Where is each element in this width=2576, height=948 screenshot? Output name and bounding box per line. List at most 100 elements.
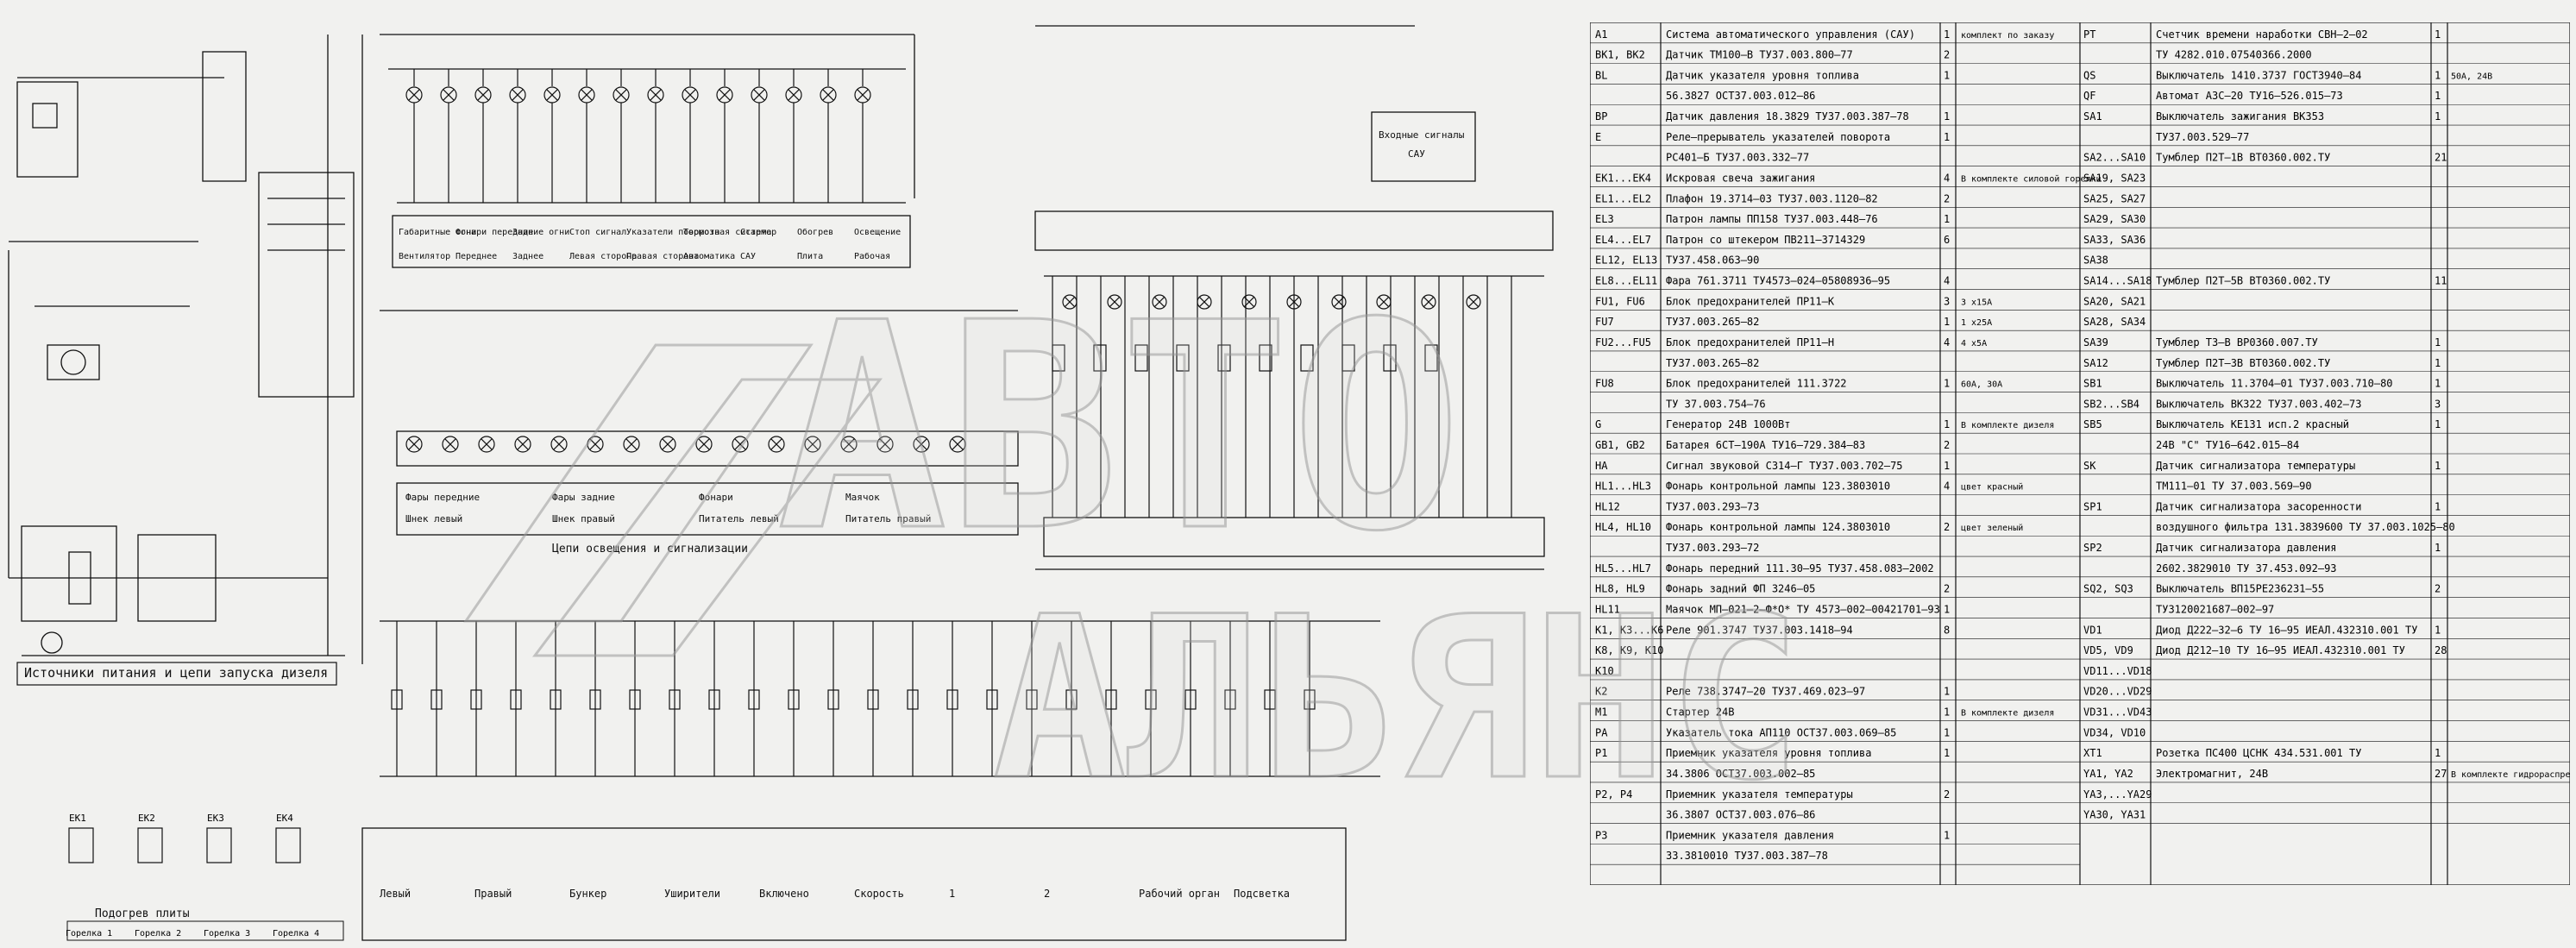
legend-qty: 1 bbox=[2435, 624, 2441, 636]
bottom-strip-label: 1 bbox=[949, 888, 955, 900]
legend-note: 4 х5А bbox=[1961, 339, 1987, 348]
legend-name: Выключатель ВК322 ТУ37.003.402–73 bbox=[2156, 398, 2361, 410]
legend-name: Приемник указателя температуры bbox=[1666, 788, 1853, 800]
legend-qty: 1 bbox=[1944, 378, 1950, 390]
legend-note: комплект по заказу bbox=[1961, 31, 2054, 41]
legend-qty: 1 bbox=[2435, 747, 2441, 759]
legend-name: Датчик ТМ100–В ТУ37.003.800–77 bbox=[1666, 49, 1853, 61]
sau-input-label: Входные сигналы bbox=[1379, 129, 1465, 141]
legend-name: Автомат АЗС–20 ТУ16–526.015–73 bbox=[2156, 90, 2343, 102]
legend-name: Система автоматического управления (САУ) bbox=[1666, 28, 1915, 41]
legend-name: РС401–Б ТУ37.003.332–77 bbox=[1666, 152, 1809, 164]
legend-name: Фара 761.3711 ТУ4573–024–05808936–95 bbox=[1666, 275, 1890, 287]
legend-pos: FU1, FU6 bbox=[1595, 295, 1645, 307]
lamp-symbol bbox=[1421, 294, 1436, 310]
legend-qty: 2 bbox=[1944, 49, 1950, 61]
lamp-symbol bbox=[1241, 294, 1257, 310]
section-label: Плита bbox=[797, 252, 823, 261]
legend-name: 36.3807 ОСТ37.003.076–86 bbox=[1666, 809, 1815, 821]
legend-name: Реле 901.3747 ТУ37.003.1418–94 bbox=[1666, 624, 1853, 636]
legend-pos: P3 bbox=[1595, 829, 1607, 841]
heater-caption: Горелка 3 bbox=[204, 929, 250, 939]
legend-name: Генератор 24В 1000Вт bbox=[1666, 418, 1791, 430]
strip-label: Маячок bbox=[845, 492, 880, 503]
strip-label: Питатель левый bbox=[699, 513, 779, 524]
bottom-strip-label: Бункер bbox=[569, 888, 606, 900]
legend-name: Розетка ПС400 ЦСНК 434.531.001 ТУ bbox=[2156, 747, 2361, 759]
legend-pos: EL1...EL2 bbox=[1595, 192, 1651, 204]
legend-pos: VD31...VD43 bbox=[2083, 706, 2152, 719]
legend-pos: K1, K3...K6 bbox=[1595, 624, 1663, 636]
lamp-symbol bbox=[1152, 294, 1167, 310]
legend-qty: 11 bbox=[2435, 275, 2447, 287]
legend-name: Тумблер П2Т–5В ВТ0360.002.ТУ bbox=[2156, 275, 2330, 287]
legend-pos: SA28, SA34 bbox=[2083, 316, 2146, 328]
legend-name: ТУ37.003.293–72 bbox=[1666, 542, 1759, 554]
legend-pos: SB5 bbox=[2083, 418, 2102, 430]
bottom-strip-label: Правый bbox=[474, 888, 512, 900]
legend-name: воздушного фильтра 131.3839600 ТУ 37.003… bbox=[2156, 521, 2455, 533]
legend-pos: SB2...SB4 bbox=[2083, 398, 2139, 410]
legend-pos: SA29, SA30 bbox=[2083, 213, 2146, 225]
section-label: Обогрев bbox=[797, 227, 833, 237]
legend-note: В комплекте гидрораспределителей bbox=[2451, 769, 2570, 780]
legend-pos: YA30, YA31 bbox=[2083, 809, 2146, 821]
legend-pos: FU7 bbox=[1595, 316, 1614, 328]
legend-pos: K10 bbox=[1595, 665, 1614, 677]
lamp-symbol bbox=[1331, 294, 1347, 310]
legend-pos: VD5, VD9 bbox=[2083, 644, 2133, 656]
legend-name: Тумблер П2Т–3В ВТ0360.002.ТУ bbox=[2156, 357, 2330, 369]
bottom-strip-label: Подсветка bbox=[1234, 888, 1290, 900]
legend-pos: K8, K9, K10 bbox=[1595, 644, 1663, 656]
legend-pos: VD20...VD29 bbox=[2083, 686, 2152, 698]
heater-label: EK4 bbox=[276, 813, 293, 824]
section-label: Автоматика bbox=[683, 252, 735, 261]
legend-qty: 8 bbox=[1944, 624, 1950, 636]
legend-pos: SA25, SA27 bbox=[2083, 192, 2146, 204]
legend-name: Выключатель зажигания ВК353 bbox=[2156, 110, 2324, 122]
legend-qty: 1 bbox=[2435, 378, 2441, 390]
legend-qty: 1 bbox=[2435, 28, 2441, 41]
legend-qty: 2 bbox=[1944, 192, 1950, 204]
legend-qty: 1 bbox=[1944, 131, 1950, 143]
legend-name: Диод Д212–10 ТУ 16–95 ИЕАЛ.432310.001 ТУ bbox=[2156, 644, 2405, 656]
legend-note: цвет зеленый bbox=[1961, 523, 2023, 533]
legend-qty: 2 bbox=[1944, 788, 1950, 800]
heater-label: EK3 bbox=[207, 813, 224, 824]
legend-qty: 3 bbox=[2435, 398, 2441, 410]
legend-name: ТУ37.003.265–82 bbox=[1666, 316, 1759, 328]
legend-qty: 4 bbox=[1944, 480, 1950, 493]
legend-pos: SA19, SA23 bbox=[2083, 172, 2146, 184]
legend-name: Выключатель КЕ131 исп.2 красный bbox=[2156, 418, 2349, 430]
lamp-symbol bbox=[1466, 294, 1481, 310]
legend-qty: 3 bbox=[1944, 295, 1950, 307]
legend-pos: SK bbox=[2083, 460, 2096, 472]
strip-label: Шнек правый bbox=[552, 513, 615, 524]
legend-pos: PT bbox=[2083, 28, 2095, 41]
heater-block bbox=[137, 827, 163, 863]
legend-name: Приемник указателя давления bbox=[1666, 829, 1834, 841]
legend-note: В комплекте дизеля bbox=[1961, 709, 2054, 719]
legend-pos: FU8 bbox=[1595, 378, 1614, 390]
legend-pos: EL4...EL7 bbox=[1595, 234, 1651, 246]
legend-qty: 1 bbox=[1944, 829, 1950, 841]
section-label: Вентилятор bbox=[399, 252, 450, 261]
legend-pos: SA12 bbox=[2083, 357, 2108, 369]
lamp-symbol bbox=[913, 436, 930, 453]
legend-note: 50А, 24В bbox=[2451, 72, 2492, 81]
legend-pos: XT1 bbox=[2083, 747, 2102, 759]
legend-qty: 1 bbox=[2435, 357, 2441, 369]
section-label: Освещение bbox=[854, 228, 901, 237]
legend-note: 1 х25А bbox=[1961, 318, 1992, 328]
heater-caption: Горелка 2 bbox=[135, 929, 181, 939]
legend-pos: GB1, GB2 bbox=[1595, 439, 1645, 451]
legend-name: 33.3810010 ТУ37.003.387–78 bbox=[1666, 850, 1828, 862]
legend-name: Выключатель 1410.3737 ГОСТ3940–84 bbox=[2156, 69, 2361, 81]
legend-name: ТУ 37.003.754–76 bbox=[1666, 398, 1766, 410]
legend-name: 2602.3829010 ТУ 37.453.092–93 bbox=[2156, 562, 2337, 574]
legend-pos: SA20, SA21 bbox=[2083, 295, 2146, 307]
section-label: Указатели поворота bbox=[626, 228, 719, 237]
section-label: САУ bbox=[740, 252, 756, 261]
legend-name: Счетчик времени наработки СВН–2–02 bbox=[2156, 28, 2368, 41]
legend-pos: EL12, EL13 bbox=[1595, 254, 1657, 267]
